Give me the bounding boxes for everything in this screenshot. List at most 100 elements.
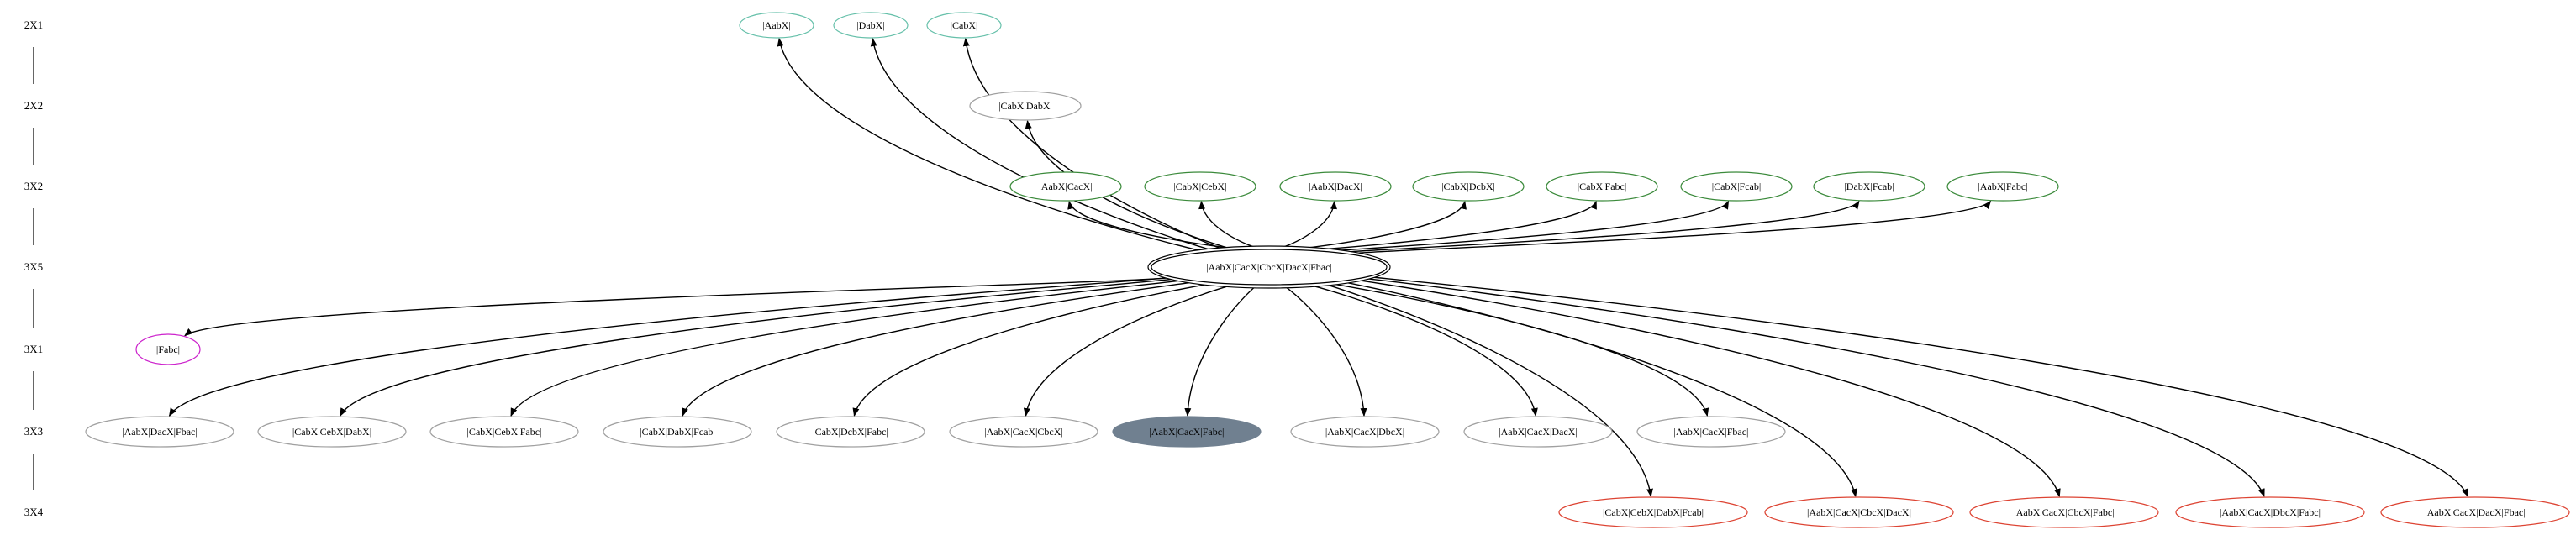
level-label: 3X4 [24, 506, 44, 518]
node-aabxcacxdacxfbac: |AabX|CacX|DacX|Fbac| [2380, 496, 2570, 528]
edge-arrow [1353, 200, 1992, 254]
node-label: |AabX|CacX|DacX|Fbac| [2425, 506, 2525, 518]
edge-arrow [340, 278, 1175, 417]
edge-arrow [852, 283, 1210, 417]
edge-arrow [1184, 286, 1256, 417]
node-ellipse [2380, 496, 2570, 528]
edge-arrow [1023, 285, 1232, 417]
node-ellipse [1546, 171, 1658, 202]
node-cabxdcbxfabc: |CabX|DcbX|Fabc| [776, 416, 925, 448]
node-label: |AabX|DacX|Fbac| [122, 426, 198, 438]
node-label: |CabX|Fcab| [1712, 181, 1762, 192]
edge-arrow [962, 38, 1224, 250]
node-cabxcebxdabxfcab: |CabX|CebX|DabX|Fcab| [1558, 496, 1748, 528]
node-label: |Fabc| [156, 344, 180, 355]
node-label: |AabX|CacX| [1039, 181, 1092, 192]
node-ellipse [1144, 171, 1256, 202]
node-label: |AabX|Fabc| [1978, 181, 2027, 192]
node-aabxfabc: |AabX|Fabc| [1946, 171, 2059, 202]
edge-arrow [1279, 201, 1337, 249]
node-ellipse [1558, 496, 1748, 528]
node-ellipse [776, 416, 925, 448]
level-label: 3X5 [24, 260, 43, 273]
node-label: |AabX|CacX|Fabc| [1150, 426, 1225, 438]
edge-arrow [184, 277, 1170, 337]
node-root: |AabX|CacX|CbcX|DacX|Fbac| [1147, 245, 1391, 289]
node-cabxcebx: |CabX|CebX| [1144, 171, 1256, 202]
node-ellipse [1764, 496, 1954, 528]
edge-arrow [1309, 284, 1538, 417]
node-label: |AabX|CacX|CbcX| [984, 426, 1063, 438]
edge-arrow [1356, 279, 2061, 497]
node-dabxfcab: |DabX|Fcab| [1813, 171, 1925, 202]
node-label: |CabX|DabX| [998, 100, 1052, 112]
edge-arrow [1333, 200, 1730, 252]
node-label: |CabX|CebX|DabX|Fcab| [1603, 506, 1704, 518]
node-label: |AabX|CacX|CbcX|DacX| [1807, 506, 1911, 518]
node-label: |AabX|CacX|CbcX|DacX|Fbac| [1206, 261, 1332, 273]
node-label: |CabX|DcbX| [1441, 181, 1495, 192]
node-ellipse [257, 416, 407, 448]
node-aabxcacxdbcxfabc: |AabX|CacX|DbcX|Fabc| [2175, 496, 2365, 528]
edge-arrow [870, 38, 1212, 251]
node-ellipse [1680, 171, 1793, 202]
edge-arrow [1344, 281, 1857, 497]
node-layer: |AabX| |DabX| |CabX| |CabX|DabX| |AabX|CacX|… [85, 12, 2570, 528]
level-label: 2X1 [24, 18, 43, 31]
node-label: |AabX| [762, 19, 790, 31]
edge-arrow [1365, 277, 2265, 497]
edge-arrow [1330, 282, 1709, 417]
node-aabxcacxcbcx: |AabX|CacX|CbcX| [949, 416, 1098, 448]
edge-arrow [1371, 276, 2469, 498]
node-cabxfabc: |CabX|Fabc| [1546, 171, 1658, 202]
node-ellipse [1412, 171, 1525, 202]
node-ellipse [1946, 171, 2059, 202]
edge-arrow [510, 280, 1183, 417]
node-label: |CabX| [951, 19, 978, 31]
node-ellipse [833, 12, 909, 39]
node-ellipse [603, 416, 752, 448]
node-aabxcacxfbac: |AabX|CacX|Fbac| [1636, 416, 1786, 448]
node-label: |CabX|CebX|Fabc| [467, 426, 542, 438]
node-ellipse [926, 12, 1002, 39]
node-label: |CabX|DabX|Fcab| [640, 426, 715, 438]
node-ellipse [1463, 416, 1613, 448]
node-label: |CabX|Fabc| [1578, 181, 1627, 192]
node-aabxdacxfbac: |AabX|DacX|Fbac| [85, 416, 234, 448]
node-ellipse [429, 416, 579, 448]
node-aabx: |AabX| [739, 12, 814, 39]
node-aabxcacxcbcxdacx: |AabX|CacX|CbcX|DacX| [1764, 496, 1954, 528]
node-ellipse [1112, 416, 1262, 448]
node-aabxcacx: |AabX|CacX| [1009, 171, 1122, 202]
edge-arrow [1318, 200, 1597, 250]
node-ellipse [1813, 171, 1925, 202]
node-label: |AabX|CacX|DbcX|Fabc| [2220, 506, 2321, 518]
node-cabxcebxdabx: |CabX|CebX|DabX| [257, 416, 407, 448]
node-aabxcacxdbcx: |AabX|CacX|DbcX| [1290, 416, 1440, 448]
level-label: 3X2 [24, 180, 43, 192]
node-ellipse [1151, 249, 1388, 286]
node-aabxcacxdacx: |AabX|CacX|DacX| [1463, 416, 1613, 448]
edge-arrow [1345, 200, 1860, 253]
node-label: |AabX|CacX|DacX| [1499, 426, 1578, 438]
node-dabx: |DabX| [833, 12, 909, 39]
edge-arrow [1325, 283, 1653, 497]
edge-layer [168, 38, 2469, 498]
level-label: 3X1 [24, 343, 43, 355]
edge-arrow [1025, 120, 1232, 249]
edge-arrow [1198, 201, 1259, 249]
node-cabx: |CabX| [926, 12, 1002, 39]
node-label: |CabX|CebX| [1173, 181, 1226, 192]
node-label: |CabX|DcbX|Fabc| [813, 426, 888, 438]
node-ellipse [1279, 171, 1392, 202]
edge-arrow [682, 281, 1194, 417]
node-label: |CabX|CebX|DabX| [292, 426, 371, 438]
edge-arrow [777, 38, 1203, 252]
node-ellipse [1636, 416, 1786, 448]
node-cabxfcab: |CabX|Fcab| [1680, 171, 1793, 202]
node-label: |DabX| [856, 19, 884, 31]
node-ellipse [1969, 496, 2159, 528]
node-ellipse [739, 12, 814, 39]
